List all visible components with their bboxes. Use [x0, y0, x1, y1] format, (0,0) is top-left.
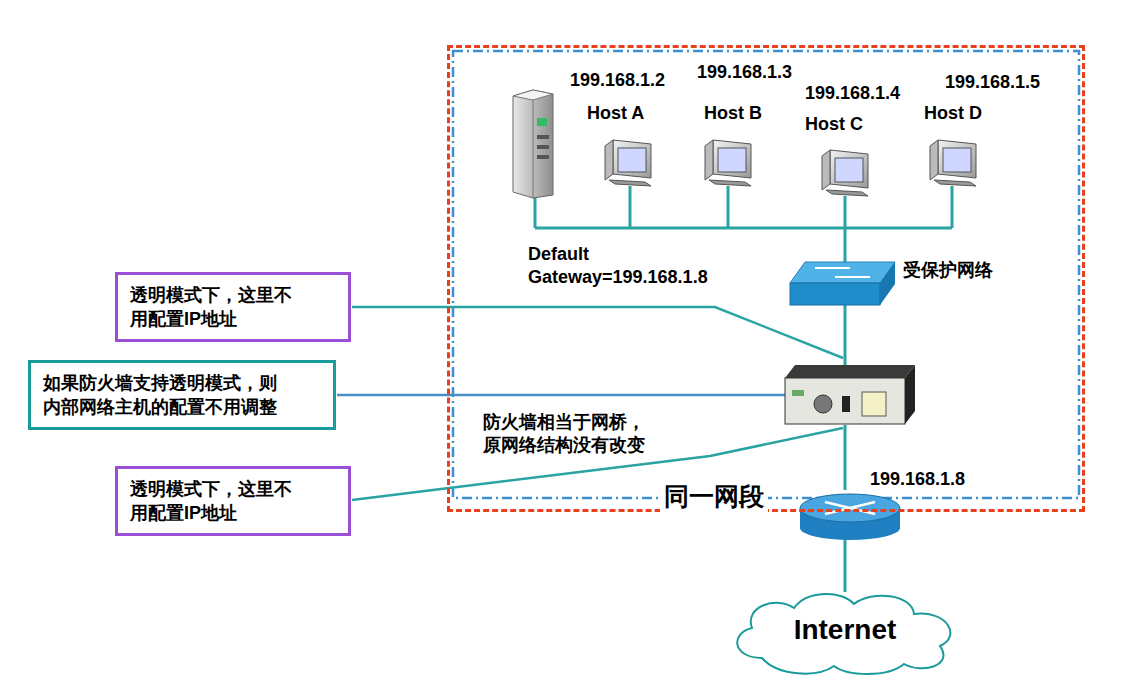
- host-icons: [605, 140, 976, 196]
- server-icon: [513, 90, 553, 198]
- switch-icon: [790, 262, 895, 305]
- callout-text: 透明模式下，这里不 用配置IP地址: [130, 283, 336, 332]
- region-title: 同一网段: [660, 480, 768, 513]
- leader-line: [352, 307, 843, 358]
- monitor-icon: [705, 140, 751, 186]
- text-label: Host B: [704, 102, 762, 125]
- internet-cloud: Internet: [722, 588, 968, 676]
- monitor-icon: [822, 150, 868, 196]
- text-label: Host A: [587, 102, 644, 125]
- callout-text: 透明模式下，这里不 用配置IP地址: [130, 477, 336, 526]
- text-label: 199.168.1.2: [570, 69, 665, 92]
- callout-box: 透明模式下，这里不 用配置IP地址: [115, 466, 351, 537]
- text-label: Default Gateway=199.168.1.8: [528, 243, 758, 288]
- segment-outline: [453, 51, 1079, 498]
- text-label: 199.168.1.8: [870, 468, 965, 491]
- monitor-icon: [605, 140, 651, 186]
- text-label: 199.168.1.4: [805, 82, 900, 105]
- cloud-label: Internet: [722, 614, 968, 646]
- callout-box: 透明模式下，这里不 用配置IP地址: [115, 272, 351, 343]
- callout-text: 如果防火墙支持透明模式，则 内部网络主机的配置不用调整: [43, 371, 321, 420]
- text-label: 防火墙相当于网桥， 原网络结构没有改变: [483, 411, 683, 456]
- text-label: 199.168.1.5: [945, 71, 1040, 94]
- callout-box: 如果防火墙支持透明模式，则 内部网络主机的配置不用调整: [28, 360, 336, 431]
- text-label: Host D: [924, 102, 982, 125]
- firewall-icon: [785, 365, 915, 424]
- monitor-icon: [930, 140, 976, 186]
- leader-line: [337, 394, 788, 397]
- text-label: Host C: [805, 113, 863, 136]
- text-label: 受保护网络: [903, 259, 993, 282]
- router-icon: [800, 494, 900, 540]
- text-label: 199.168.1.3: [697, 61, 792, 84]
- lan-wires: [535, 186, 952, 592]
